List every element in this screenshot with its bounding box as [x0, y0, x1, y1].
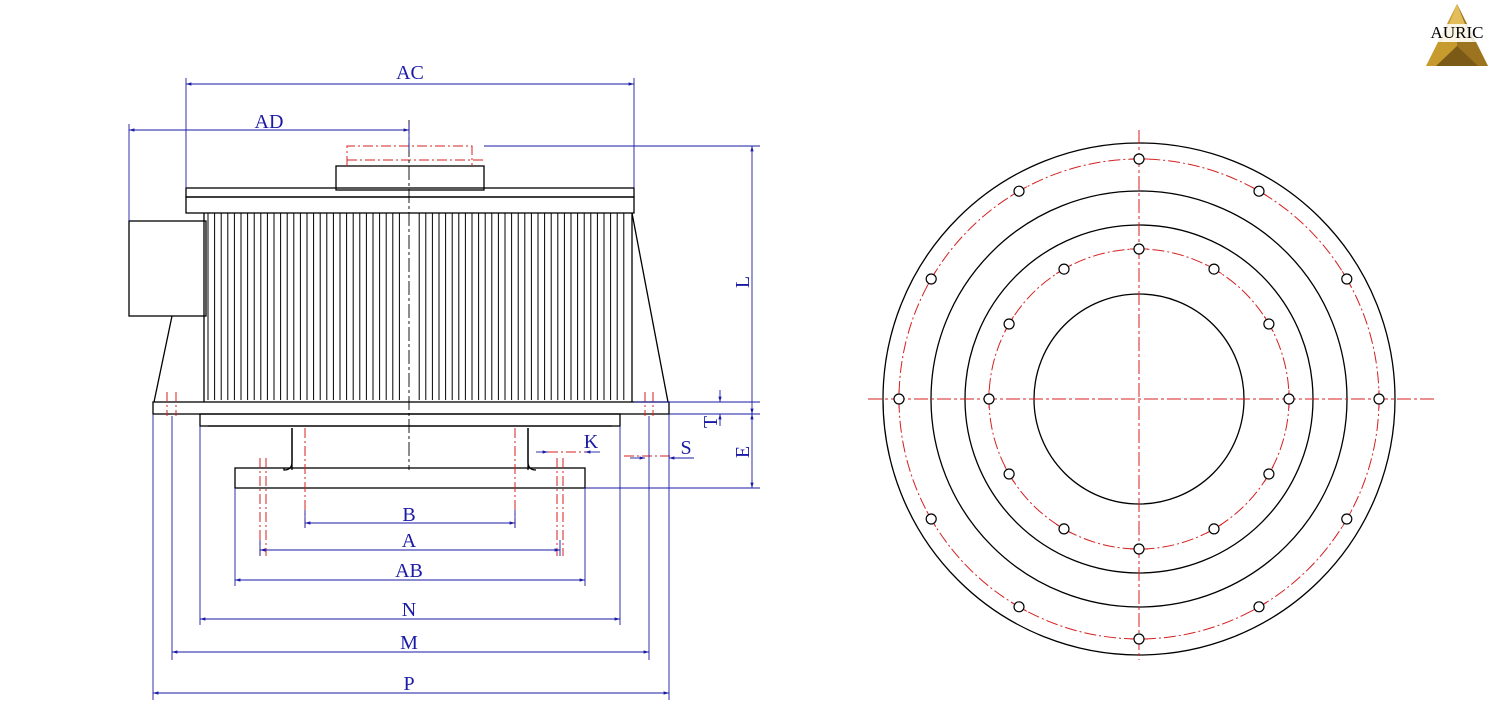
inner-bolt-hole — [1003, 318, 1015, 330]
auric-logo: AURIC — [1422, 2, 1492, 68]
label-p: P — [403, 673, 414, 695]
logo-text: AURIC — [1422, 24, 1492, 42]
upper-band — [185, 196, 635, 214]
inner-bolt-hole — [1208, 523, 1220, 535]
outer-bolt-hole — [1341, 513, 1353, 525]
inner-bolt-hole — [1263, 468, 1275, 480]
dimension-lines — [129, 82, 754, 695]
cooling-fins — [207, 213, 625, 400]
outer-bolt-hole — [925, 273, 937, 285]
outer-bolt-hole — [893, 393, 905, 405]
inner-bolt-hole — [1208, 263, 1220, 275]
label-ac: AC — [396, 62, 424, 84]
top-cap — [335, 165, 485, 191]
inner-bolt-hole — [1058, 523, 1070, 535]
outer-bolt-hole — [1013, 185, 1025, 197]
label-l: L — [732, 276, 754, 288]
label-n: N — [402, 599, 416, 621]
extension-lines — [128, 78, 760, 700]
foot-plate — [234, 467, 586, 489]
label-ad: AD — [255, 111, 284, 133]
label-k: K — [584, 431, 599, 453]
label-a: A — [402, 530, 417, 552]
outer-bolt-hole — [1253, 601, 1265, 613]
outer-bolt-hole — [1133, 153, 1145, 165]
inner-bolt-hole — [1133, 243, 1145, 255]
left-skirt — [153, 315, 173, 403]
outer-bolt-hole — [1373, 393, 1385, 405]
inner-bolt-hole — [1263, 318, 1275, 330]
inner-bolt-hole — [1133, 543, 1145, 555]
label-b: B — [402, 504, 415, 526]
label-t: T — [700, 416, 722, 428]
outer-bolt-hole — [1341, 273, 1353, 285]
outer-bolt-hole — [925, 513, 937, 525]
lower-flange — [199, 413, 621, 427]
inner-bolt-hole — [1058, 263, 1070, 275]
outer-bolt-hole — [1133, 633, 1145, 645]
side-view — [128, 165, 670, 489]
flange-view — [868, 130, 1434, 660]
side-centerlines — [166, 145, 672, 556]
base-flange — [152, 401, 670, 415]
inner-bolt-hole — [1003, 468, 1015, 480]
label-e: E — [732, 446, 754, 458]
inner-bolt-hole — [1283, 393, 1295, 405]
label-s: S — [680, 437, 691, 459]
dimension-labels: AC AD L T E K S B A AB N M P — [255, 62, 754, 695]
bolt-holes — [893, 153, 1385, 645]
outer-bolt-hole — [1253, 185, 1265, 197]
right-skirt — [631, 212, 669, 403]
label-ab: AB — [395, 560, 423, 582]
inner-bolt-hole — [983, 393, 995, 405]
terminal-box — [128, 220, 207, 317]
label-m: M — [400, 632, 418, 654]
outer-bolt-hole — [1013, 601, 1025, 613]
